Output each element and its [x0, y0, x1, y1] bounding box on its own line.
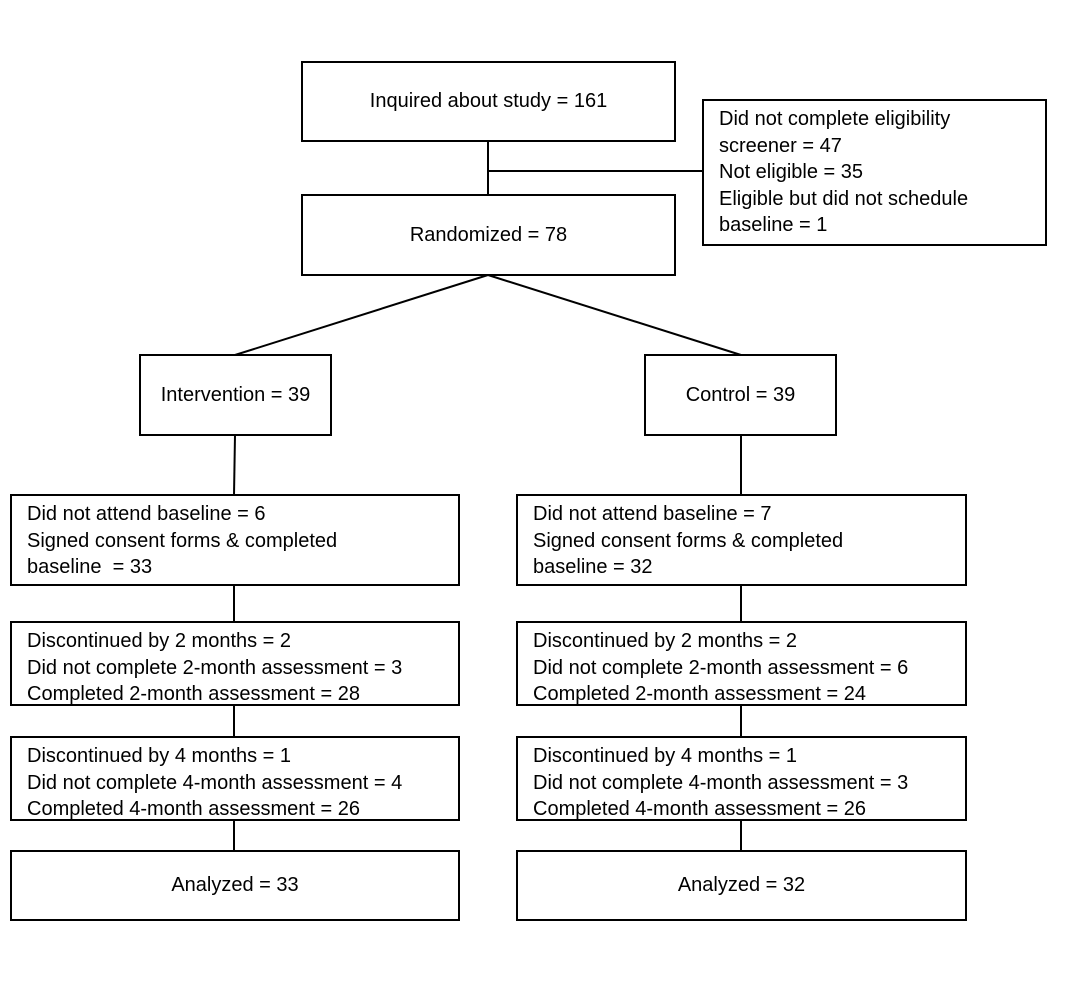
control-label: Control = 39 [685, 383, 796, 406]
excluded-line: Did not complete eligibility [719, 108, 951, 130]
intervention-month2-line: Completed 2-month assessment = 28 [27, 683, 360, 705]
intervention-month2-box: Discontinued by 2 months = 2 Did not com… [10, 621, 460, 706]
control-month2-line: Did not complete 2-month assessment = 6 [533, 656, 909, 679]
intervention-month2-line: Did not complete 2-month assessment = 3 [27, 656, 403, 679]
inquired-box: Inquired about study = 161 [301, 61, 676, 142]
control-box: Control = 39 [644, 354, 837, 436]
excluded-line: baseline = 1 [719, 214, 828, 236]
excluded-line: screener = 47 [719, 134, 842, 157]
control-month4-line: Discontinued by 4 months = 1 [533, 745, 798, 767]
intervention-analyzed-box: Analyzed = 33 [10, 850, 460, 921]
control-month2-line: Completed 2-month assessment = 24 [533, 683, 866, 705]
intervention-month4-box: Discontinued by 4 months = 1 Did not com… [10, 736, 460, 821]
intervention-baseline-line: Signed consent forms & completed [27, 529, 338, 552]
control-month2-box: Discontinued by 2 months = 2 Did not com… [516, 621, 967, 706]
intervention-month4-line: Did not complete 4-month assessment = 4 [27, 771, 403, 794]
intervention-baseline-line: baseline = 33 [27, 556, 153, 578]
intervention-analyzed-label: Analyzed = 33 [171, 874, 299, 897]
control-analyzed-label: Analyzed = 32 [677, 874, 806, 897]
connector-randomized-control [487, 274, 742, 356]
control-analyzed-box: Analyzed = 32 [516, 850, 967, 921]
intervention-month2-line: Discontinued by 2 months = 2 [27, 630, 292, 652]
excluded-line: Eligible but did not schedule [719, 187, 969, 210]
control-month4-line: Did not complete 4-month assessment = 3 [533, 771, 909, 794]
control-baseline-line: Signed consent forms & completed [533, 529, 844, 552]
connector-randomized-intervention [234, 274, 489, 356]
randomized-label: Randomized = 78 [409, 223, 568, 246]
intervention-baseline-line: Did not attend baseline = 6 [27, 503, 266, 525]
control-month4-line: Completed 4-month assessment = 26 [533, 798, 866, 820]
intervention-month4-line: Completed 4-month assessment = 26 [27, 798, 360, 820]
intervention-box: Intervention = 39 [139, 354, 332, 436]
control-baseline-line: baseline = 32 [533, 556, 653, 578]
control-month4-box: Discontinued by 4 months = 1 Did not com… [516, 736, 967, 821]
excluded-line: Not eligible = 35 [719, 161, 863, 183]
intervention-label: Intervention = 39 [160, 383, 311, 406]
intervention-baseline-box: Did not attend baseline = 6 Signed conse… [10, 494, 460, 586]
intervention-month4-line: Discontinued by 4 months = 1 [27, 745, 292, 767]
control-month2-line: Discontinued by 2 months = 2 [533, 630, 798, 652]
inquired-label: Inquired about study = 161 [369, 90, 608, 113]
randomized-box: Randomized = 78 [301, 194, 676, 276]
connector-intervention-baseline [233, 434, 236, 496]
control-baseline-line: Did not attend baseline = 7 [533, 503, 772, 525]
excluded-box: Did not complete eligibility screener = … [702, 99, 1047, 246]
control-baseline-box: Did not attend baseline = 7 Signed conse… [516, 494, 967, 586]
